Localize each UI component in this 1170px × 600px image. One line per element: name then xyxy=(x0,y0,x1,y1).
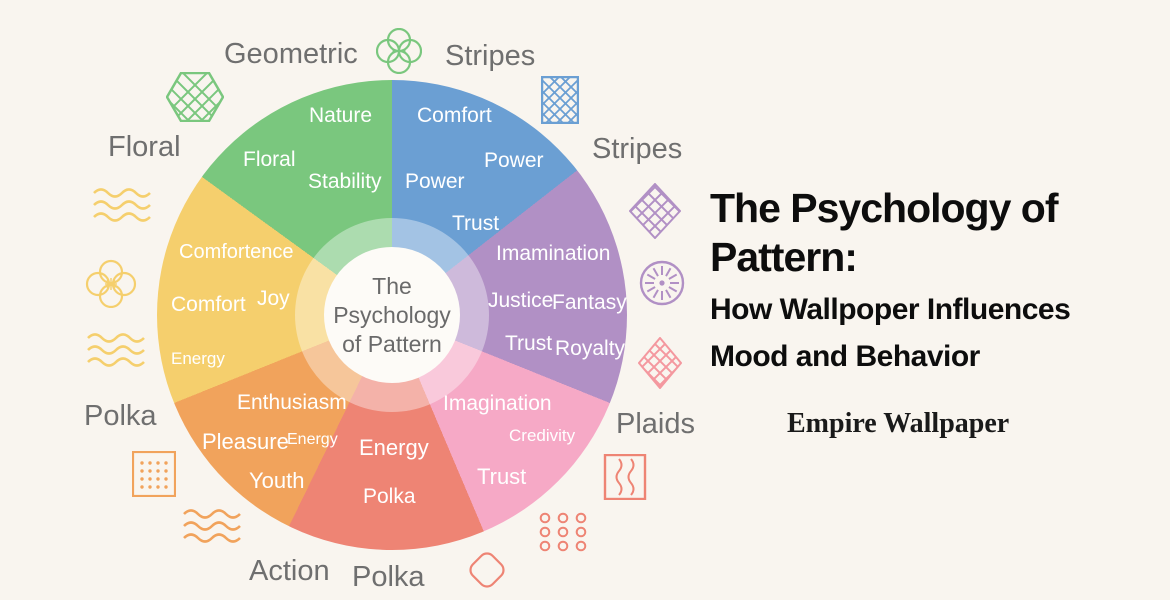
wavy-rect-icon xyxy=(603,454,647,500)
title-block: The Psychology of Pattern: How Wallpoper… xyxy=(710,184,1150,376)
segment-word: Justice xyxy=(488,289,554,312)
main-title-line2: Pattern: xyxy=(710,234,858,280)
category-label-stripes-top: Stripes xyxy=(445,40,536,72)
main-title-line1: The Psychology of xyxy=(710,185,1059,231)
diamond-icon xyxy=(469,552,505,588)
segment-word: Comfort xyxy=(171,293,246,316)
segment-word: Nature xyxy=(309,104,373,127)
segment-word: Stability xyxy=(308,170,382,193)
segment-word: Trust xyxy=(452,212,500,235)
waves-icon xyxy=(87,333,145,367)
subtitle-line1: How Wallpoper Influences xyxy=(710,293,1071,326)
segment-word: Energy xyxy=(359,435,429,460)
segment-word: Fantasy xyxy=(552,291,627,314)
segment-word: Floral xyxy=(243,148,296,171)
segment-word: Enthusiasm xyxy=(237,391,347,414)
segment-word: Power xyxy=(405,170,465,193)
center-title-line: of Pattern xyxy=(342,330,442,357)
clover-icon xyxy=(376,28,422,74)
subtitle-line2: Mood and Behavior xyxy=(710,340,980,373)
category-label-floral: Floral xyxy=(108,131,181,163)
segment-word: Trust xyxy=(505,332,553,355)
category-label-action: Action xyxy=(249,555,330,587)
rectangle-lattice-icon xyxy=(541,76,579,124)
segment-word: Energy xyxy=(171,349,225,368)
category-label-polka-bottom: Polka xyxy=(352,561,425,593)
category-label-plaids: Plaids xyxy=(616,408,695,440)
segment-word: Comfortence xyxy=(179,241,294,263)
segment-word: Comfort xyxy=(417,104,492,127)
segment-word: Energy xyxy=(287,431,338,448)
segment-word: Imagination xyxy=(443,392,552,415)
hexagon-lattice-icon xyxy=(166,72,224,122)
waves-icon xyxy=(183,509,241,543)
segment-word: Credivity xyxy=(509,426,576,445)
segment-word: Polka xyxy=(363,485,416,508)
wheel-center: The Psychology of Pattern xyxy=(324,247,460,383)
segment-word: Imamination xyxy=(496,242,611,265)
spoke-wheel-icon xyxy=(639,260,685,306)
dotted-square-icon xyxy=(132,451,176,497)
segment-word: Pleasure xyxy=(202,429,289,454)
woven-ribbon-icon xyxy=(629,183,681,239)
woven-ribbon-icon xyxy=(638,337,682,389)
waves-icon xyxy=(93,188,151,222)
category-label-stripes-right: Stripes xyxy=(592,133,683,165)
category-label-polka-left: Polka xyxy=(84,400,157,432)
segment-word: Power xyxy=(484,149,544,172)
center-title-line: Psychology xyxy=(333,301,451,328)
flower-icon xyxy=(85,259,137,308)
center-title-line: The xyxy=(372,272,412,299)
segment-word: Trust xyxy=(477,464,527,489)
category-label-geometric: Geometric xyxy=(224,38,358,70)
segment-word: Youth xyxy=(249,468,305,493)
dots-grid-icon xyxy=(539,512,587,552)
segment-word: Royalty xyxy=(555,337,626,360)
brand-name: Empire Wallpaper xyxy=(787,408,1010,439)
segment-word: Joy xyxy=(257,287,290,310)
